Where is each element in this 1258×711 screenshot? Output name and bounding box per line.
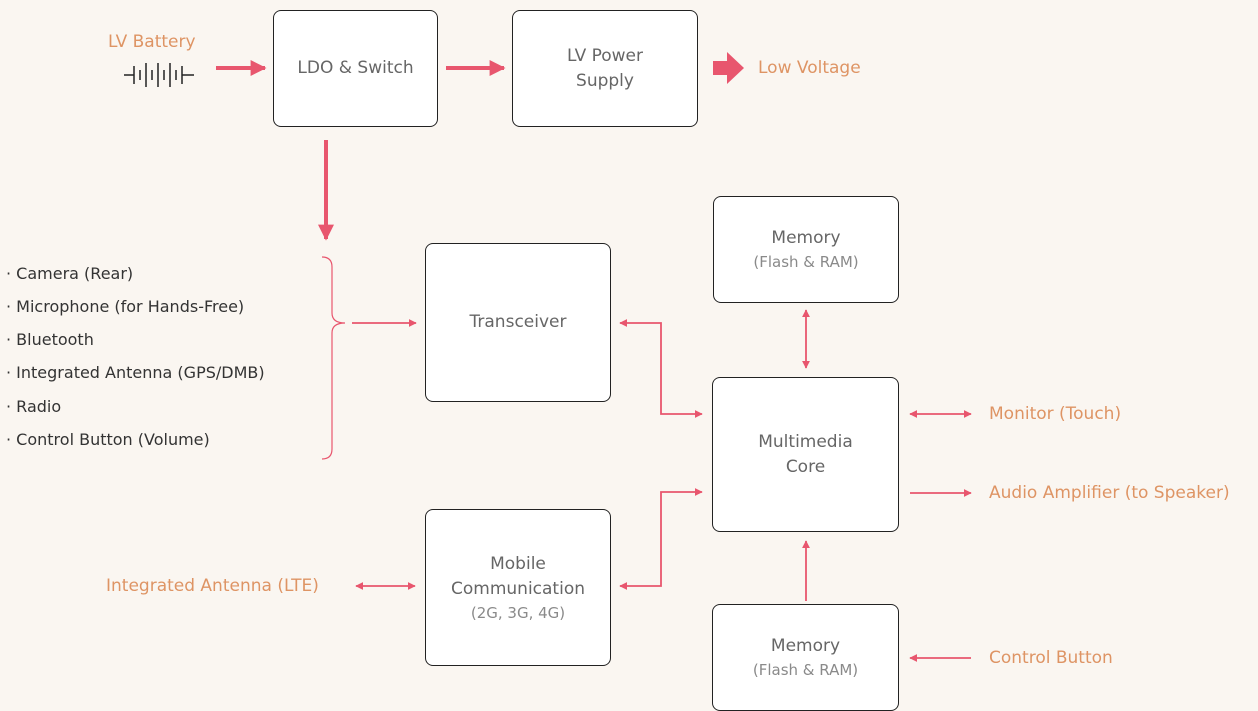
input-item-radio: · Radio	[6, 397, 62, 416]
multimedia-title-line1: Multimedia	[758, 431, 853, 452]
arrow-mobile-core	[619, 488, 703, 590]
memory-bottom-subtitle: (Flash & RAM)	[752, 661, 859, 679]
lv-power-title-line2: Supply	[576, 70, 634, 91]
memory-bottom-box: Memory (Flash & RAM)	[712, 604, 899, 711]
monitor-label: Monitor (Touch)	[989, 404, 1122, 424]
input-item-control-button: · Control Button (Volume)	[6, 430, 210, 449]
memory-top-title: Memory	[771, 228, 841, 248]
control-button-label: Control Button	[989, 648, 1113, 668]
low-voltage-label: Low Voltage	[758, 58, 861, 78]
input-item-bluetooth: · Bluetooth	[6, 330, 94, 349]
input-item-integrated-antenna: · Integrated Antenna (GPS/DMB)	[6, 363, 265, 382]
mobile-subtitle: (2G, 3G, 4G)	[470, 603, 566, 622]
lv-power-title-line1: LV Power	[566, 45, 644, 66]
low-voltage-arrow-icon	[713, 52, 744, 84]
mobile-communication-box: Mobile Communication (2G, 3G, 4G)	[425, 509, 611, 666]
multimedia-core-box: Multimedia Core	[712, 377, 899, 532]
memory-top-box: Memory (Flash & RAM)	[713, 196, 899, 303]
lv-power-supply-box: LV Power Supply	[512, 10, 698, 127]
mobile-title-line2: Communication	[451, 578, 585, 599]
transceiver-box: Transceiver	[425, 243, 611, 402]
mobile-title-line1: Mobile	[490, 553, 546, 574]
integrated-antenna-lte-label: Integrated Antenna (LTE)	[106, 576, 319, 596]
input-brace	[321, 256, 346, 460]
ldo-switch-box: LDO & Switch	[273, 10, 438, 127]
transceiver-title: Transceiver	[469, 312, 567, 332]
memory-bottom-title: Memory	[770, 636, 841, 656]
memory-top-subtitle: (Flash & RAM)	[753, 253, 859, 271]
ldo-switch-title: LDO & Switch	[297, 58, 414, 78]
input-item-camera: · Camera (Rear)	[6, 264, 134, 283]
audio-amplifier-label: Audio Amplifier (to Speaker)	[989, 483, 1230, 503]
input-item-microphone: · Microphone (for Hands-Free)	[6, 297, 245, 316]
multimedia-title-line2: Core	[785, 456, 826, 477]
arrow-transceiver-core	[619, 319, 703, 418]
lv-battery-label: LV Battery	[108, 32, 196, 52]
battery-icon	[124, 63, 194, 87]
